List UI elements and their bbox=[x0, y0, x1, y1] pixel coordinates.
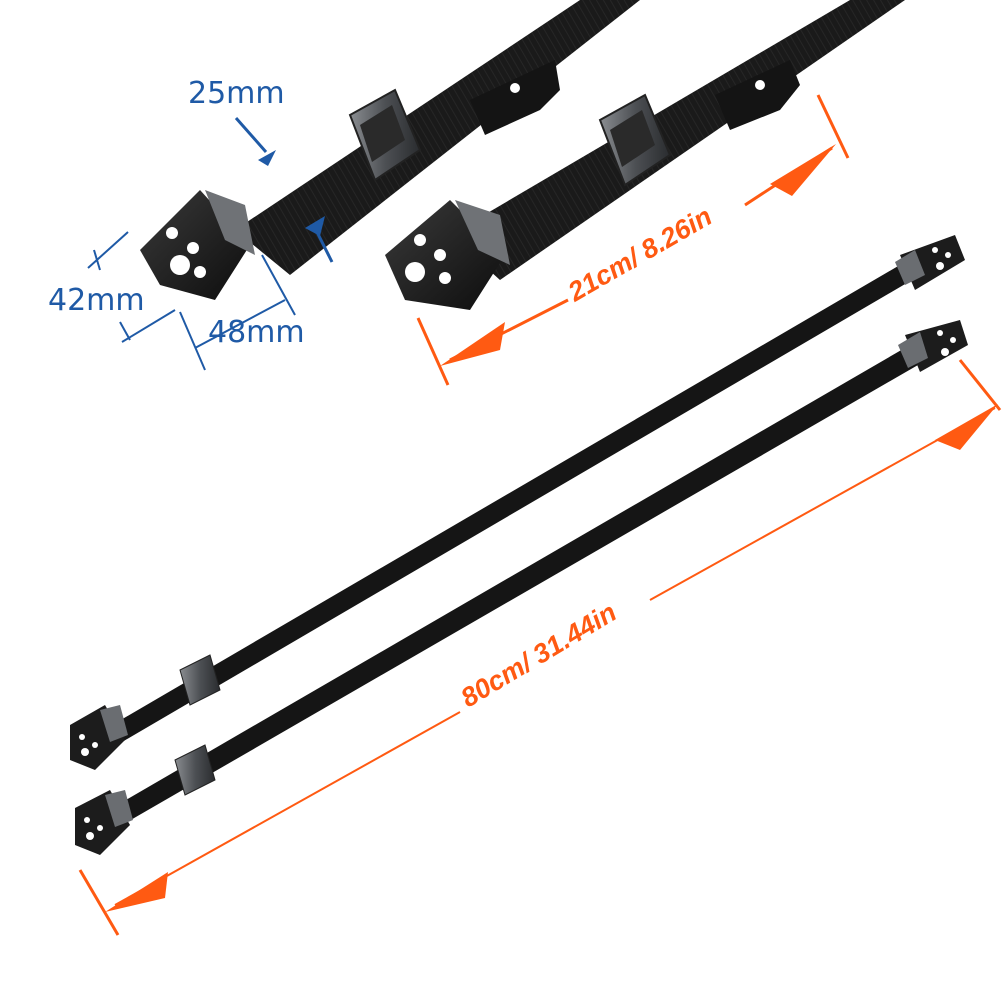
label-48mm: 48mm bbox=[208, 315, 305, 350]
bracket-right bbox=[385, 200, 510, 310]
long-strap-upper bbox=[70, 235, 965, 770]
label-25mm: 25mm bbox=[188, 76, 285, 111]
arrow-icon bbox=[935, 404, 998, 450]
arrow-icon bbox=[440, 322, 505, 366]
arrow-icon bbox=[770, 144, 836, 196]
dimension-25mm: 25mm bbox=[188, 76, 334, 263]
dimension-48mm: 48mm bbox=[179, 254, 305, 371]
long-strap-lower-top-bracket bbox=[898, 320, 968, 372]
arrow-icon bbox=[105, 872, 168, 912]
bracket-left bbox=[140, 190, 255, 300]
short-strap-left bbox=[140, 0, 640, 300]
long-strap-upper-bottom-bracket bbox=[70, 705, 128, 770]
long-strap-lower-bottom-bracket bbox=[75, 790, 133, 855]
dimension-42mm: 42mm bbox=[48, 231, 176, 343]
label-42mm: 42mm bbox=[48, 283, 145, 318]
dimension-80cm: 80cm/ 31.44in bbox=[78, 359, 1002, 936]
long-strap-lower bbox=[75, 320, 968, 855]
long-strap-upper-top-bracket bbox=[895, 235, 965, 290]
arrow-icon bbox=[234, 117, 268, 153]
short-strap-right bbox=[385, 0, 905, 310]
